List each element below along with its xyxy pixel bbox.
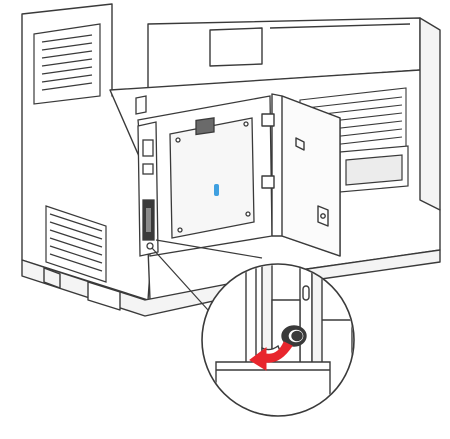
rotate-arrow	[249, 341, 293, 371]
zoom-callout	[201, 263, 355, 417]
lower-vent-grille	[45, 205, 107, 283]
thumbscrew	[281, 325, 307, 347]
callout-connector	[151, 239, 263, 311]
controller-bay	[135, 95, 273, 257]
tray-slot	[339, 145, 409, 193]
printer-body	[21, 3, 441, 317]
left-vent-grille	[33, 23, 101, 105]
access-door	[261, 93, 341, 257]
